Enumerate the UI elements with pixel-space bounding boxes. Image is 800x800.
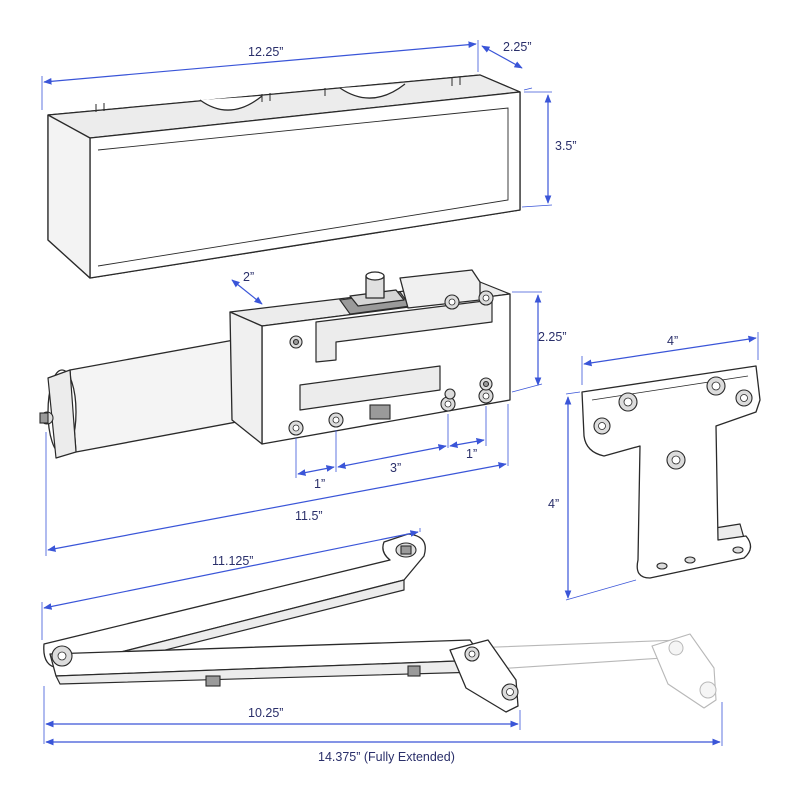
dim-forearm-length: 10.25”	[248, 706, 283, 720]
dim-hole-spacing-right: 1”	[466, 447, 477, 461]
dim-hole-spacing-left: 1”	[314, 477, 325, 491]
dim-main-arm-length: 11.125”	[212, 554, 253, 568]
dim-cover-height: 3.5”	[555, 139, 577, 153]
closer-body-drawing	[39, 269, 511, 459]
dim-body-depth: 2”	[243, 270, 254, 284]
mounting-plate-drawing	[581, 365, 761, 579]
dim-body-length: 11.5”	[295, 509, 323, 523]
extended-arm-ghost	[469, 633, 717, 709]
arm-dimension-lines	[41, 528, 723, 746]
dim-plate-height: 4”	[548, 497, 559, 511]
dim-plate-width: 4”	[667, 334, 678, 348]
dim-hole-spacing-center: 3”	[390, 461, 401, 475]
plate-dimension-lines	[564, 332, 759, 601]
dim-arm-extended-length: 14.375” (Fully Extended)	[318, 750, 455, 764]
cover-dimension-lines	[41, 40, 553, 208]
dim-cover-length: 12.25”	[248, 45, 283, 59]
cover-drawing	[47, 74, 521, 279]
arm-drawing	[43, 533, 519, 713]
dim-cover-depth: 2.25”	[503, 40, 532, 54]
dim-body-height: 2.25”	[538, 330, 567, 344]
